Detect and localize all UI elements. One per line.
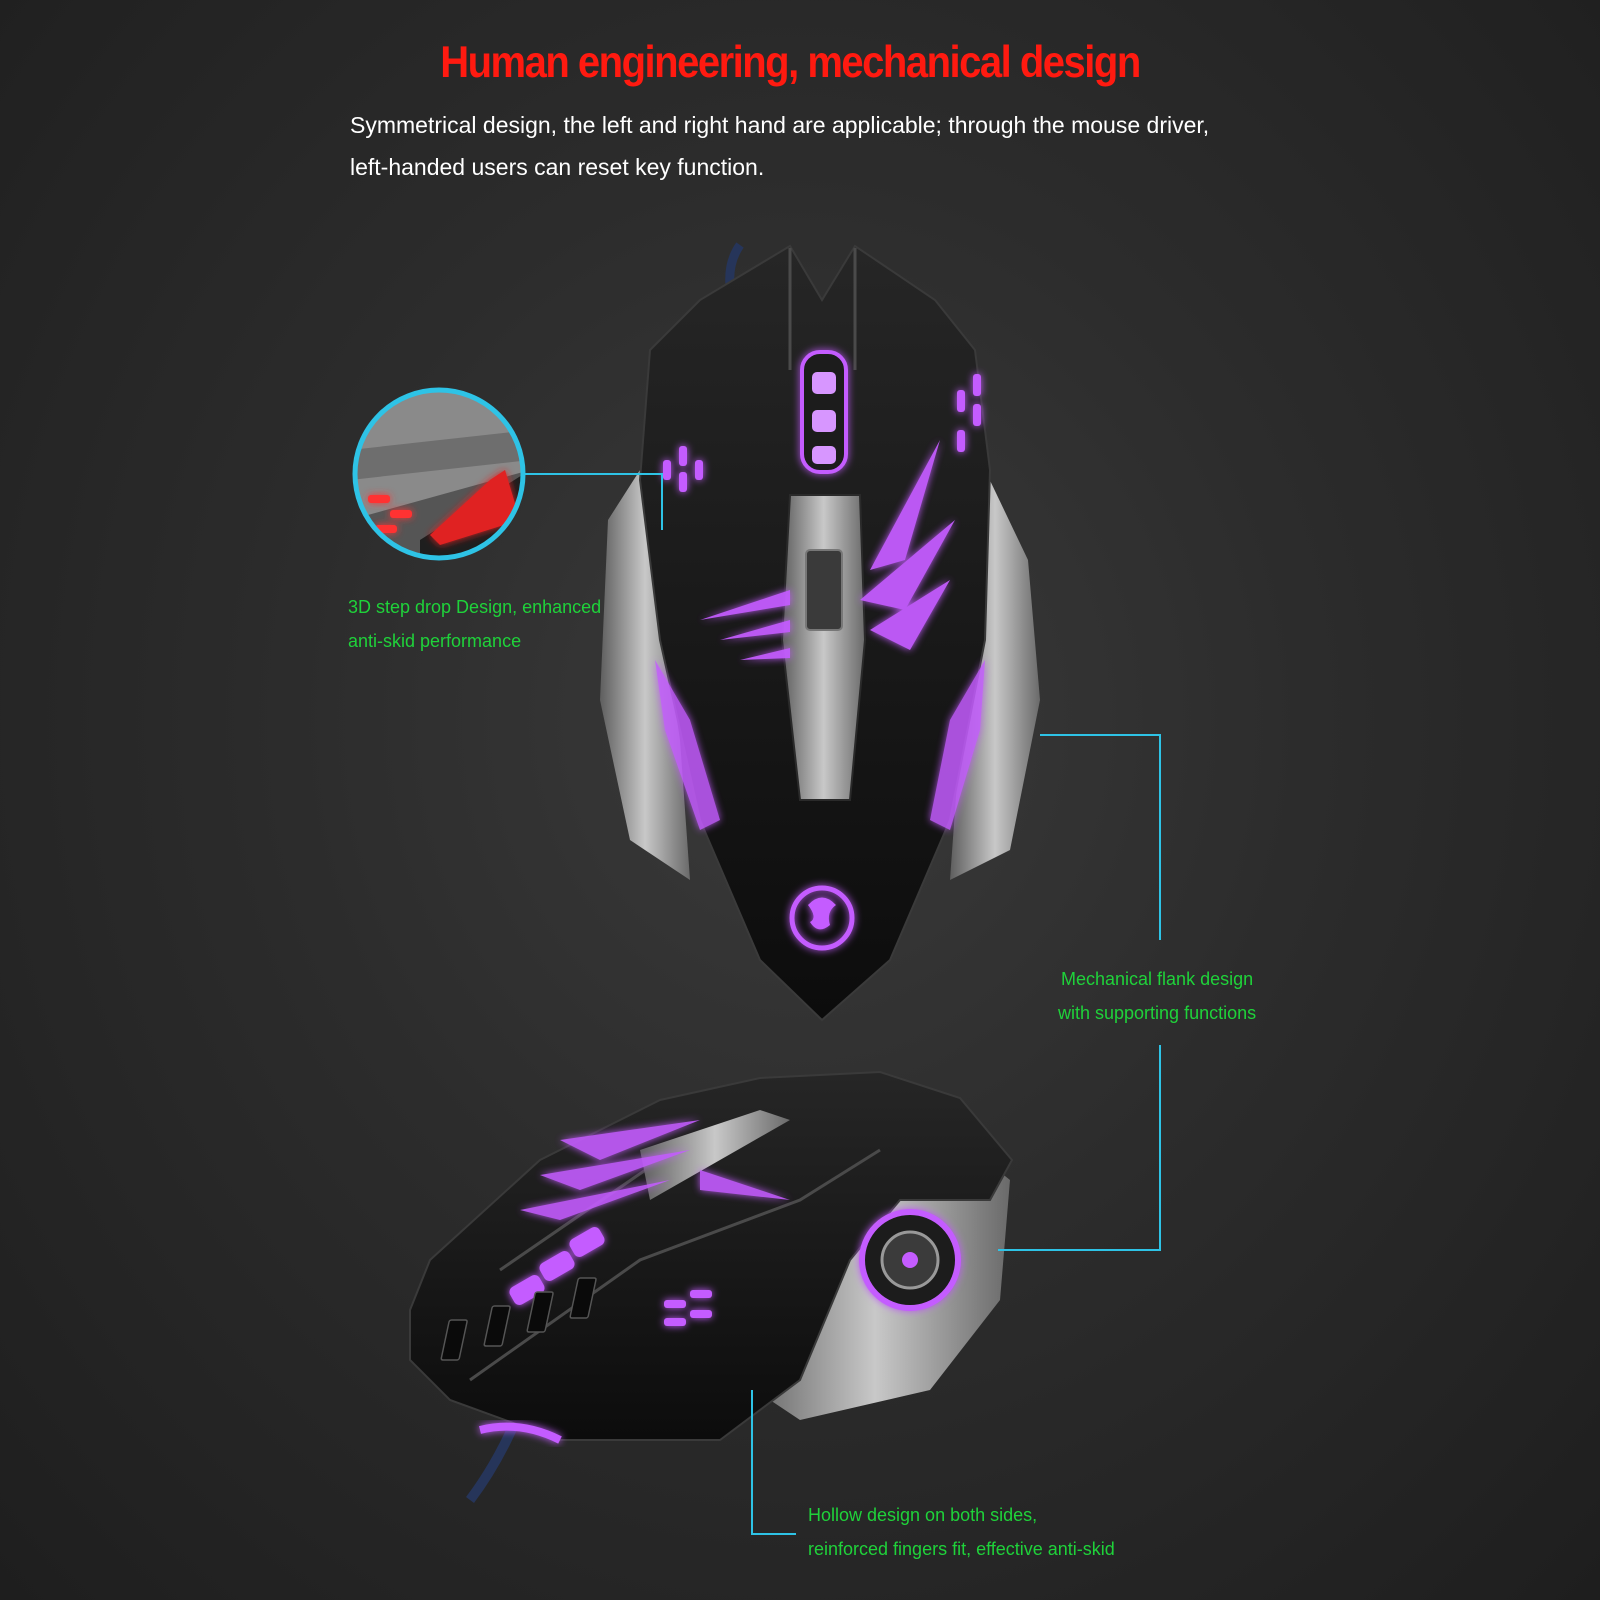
- side-gear-wheel: [859, 1209, 961, 1311]
- left-led-vents: [663, 446, 703, 492]
- dragon-logo: [789, 885, 855, 951]
- detail-zoom-circle: [352, 387, 526, 561]
- callout-leader-lines: [522, 473, 1161, 1535]
- gaming-mouse-top-view: [600, 242, 1040, 1022]
- leader-line-2-bottom: [998, 1045, 1161, 1251]
- callout-2-line-2: with supporting functions: [1058, 1003, 1257, 1023]
- side-claw-graphic: [520, 1120, 790, 1220]
- callout-3d-step-drop: 3D step drop Design, enhanced anti-skid …: [348, 590, 601, 658]
- callout-hollow-design: Hollow design on both sides, reinforced …: [808, 1498, 1115, 1566]
- left-silver-flank: [600, 470, 690, 880]
- page-title: Human engineering, mechanical design: [440, 38, 1141, 88]
- claw-graphic: [700, 440, 955, 660]
- callout-mechanical-flank: Mechanical flank design with supporting …: [1058, 962, 1256, 1030]
- callout-1-line-2: anti-skid performance: [348, 631, 522, 651]
- right-silver-flank: [950, 470, 1040, 880]
- gaming-mouse-side-view: [409, 1070, 1014, 1503]
- description-line-1: Symmetrical design, the left and right h…: [350, 112, 1210, 138]
- description-text: Symmetrical design, the left and right h…: [350, 104, 1350, 188]
- hollow-side-vents: [440, 1277, 597, 1361]
- callout-1-line-1: 3D step drop Design, enhanced: [348, 597, 602, 617]
- leader-line-2-top: [1040, 734, 1161, 940]
- callout-3-line-1: Hollow design on both sides,: [808, 1505, 1038, 1525]
- leader-line-3: [751, 1390, 796, 1535]
- center-spine: [780, 494, 867, 801]
- callout-2-line-1: Mechanical flank design: [1061, 969, 1254, 989]
- dpi-button: [805, 549, 843, 631]
- callout-3-line-2: reinforced fingers fit, effective anti-s…: [808, 1539, 1115, 1559]
- side-scroll-wheel: [509, 1227, 605, 1305]
- right-led-vents: [957, 374, 981, 452]
- description-line-2: left-handed users can reset key function…: [350, 154, 765, 180]
- leader-line-1: [522, 473, 663, 530]
